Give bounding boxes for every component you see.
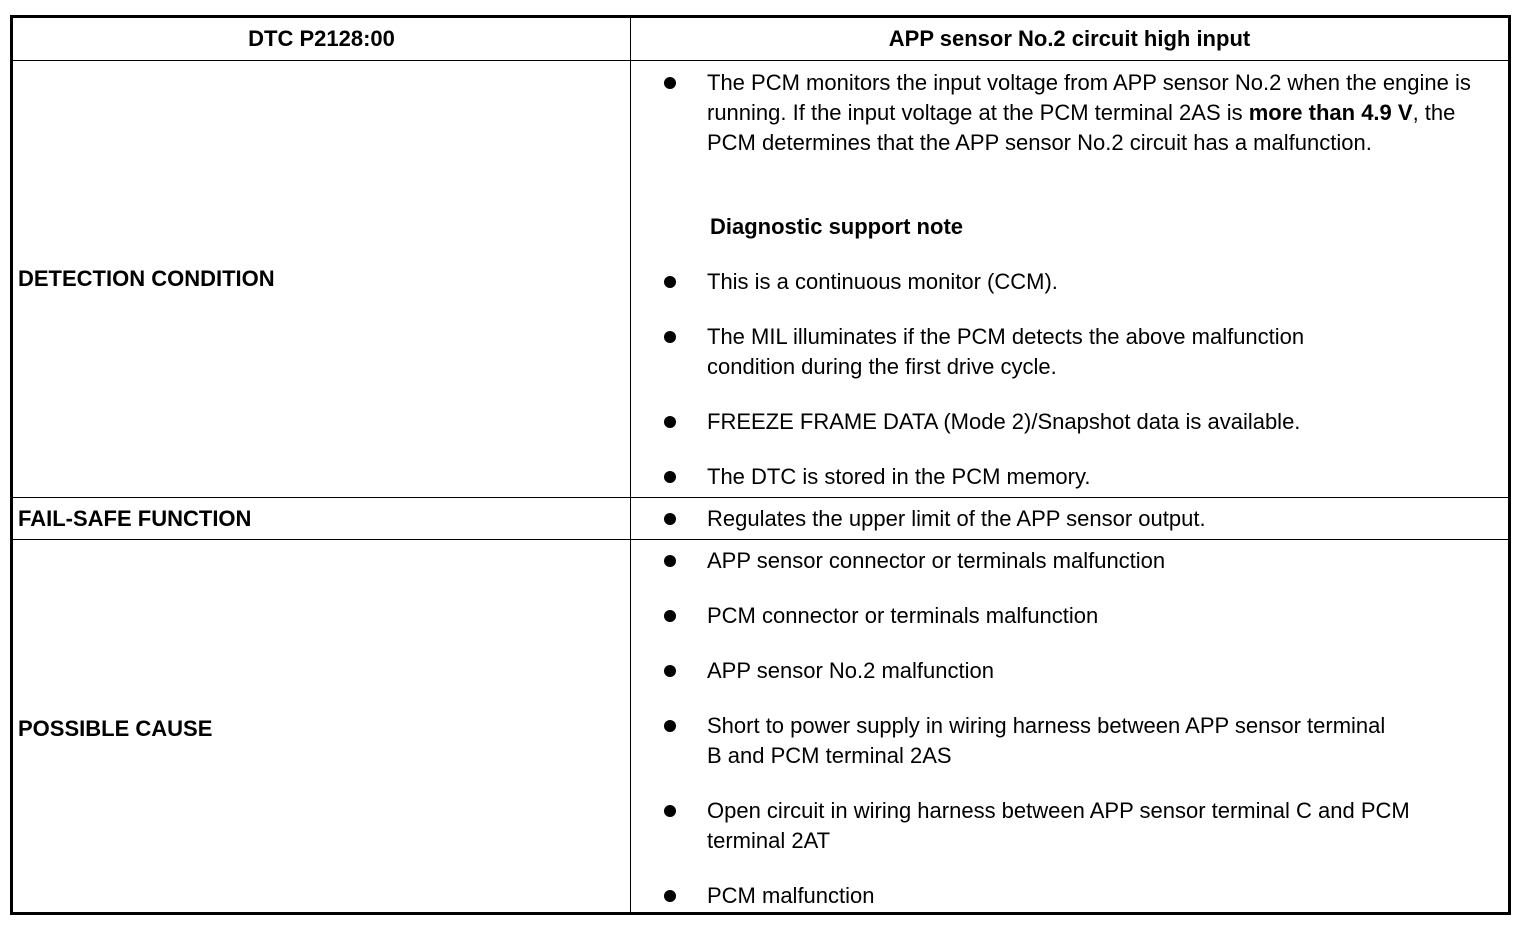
dtc-code-header: DTC P2128:00	[248, 26, 395, 51]
bullet-icon	[664, 665, 676, 677]
bullet-icon	[664, 610, 676, 622]
bullet-icon	[664, 276, 676, 288]
diagnostic-support-note-title: Diagnostic support note	[710, 214, 963, 239]
row-divider-header	[13, 60, 1508, 61]
bullet-icon	[664, 513, 676, 525]
row-divider-detection	[13, 497, 1508, 498]
detection-main-text: The PCM monitors the input voltage from …	[707, 70, 1471, 155]
bullet-icon	[664, 720, 676, 732]
voltage-threshold: more than 4.9 V	[1248, 100, 1413, 125]
bullet-icon	[664, 416, 676, 428]
row-divider-failsafe	[13, 539, 1508, 540]
bullet-icon	[664, 77, 676, 89]
column-divider	[630, 18, 631, 912]
dtc-table: DTC P2128:00 APP sensor No.2 circuit hig…	[10, 15, 1511, 915]
bullet-icon	[664, 890, 676, 902]
detection-condition-label: DETECTION CONDITION	[18, 266, 275, 291]
bullet-icon	[664, 471, 676, 483]
bullet-icon	[664, 555, 676, 567]
bullet-icon	[664, 805, 676, 817]
bullet-icon	[664, 331, 676, 343]
possible-cause-label: POSSIBLE CAUSE	[18, 716, 213, 741]
dtc-title-header: APP sensor No.2 circuit high input	[888, 26, 1251, 51]
fail-safe-function-label: FAIL-SAFE FUNCTION	[18, 506, 252, 531]
